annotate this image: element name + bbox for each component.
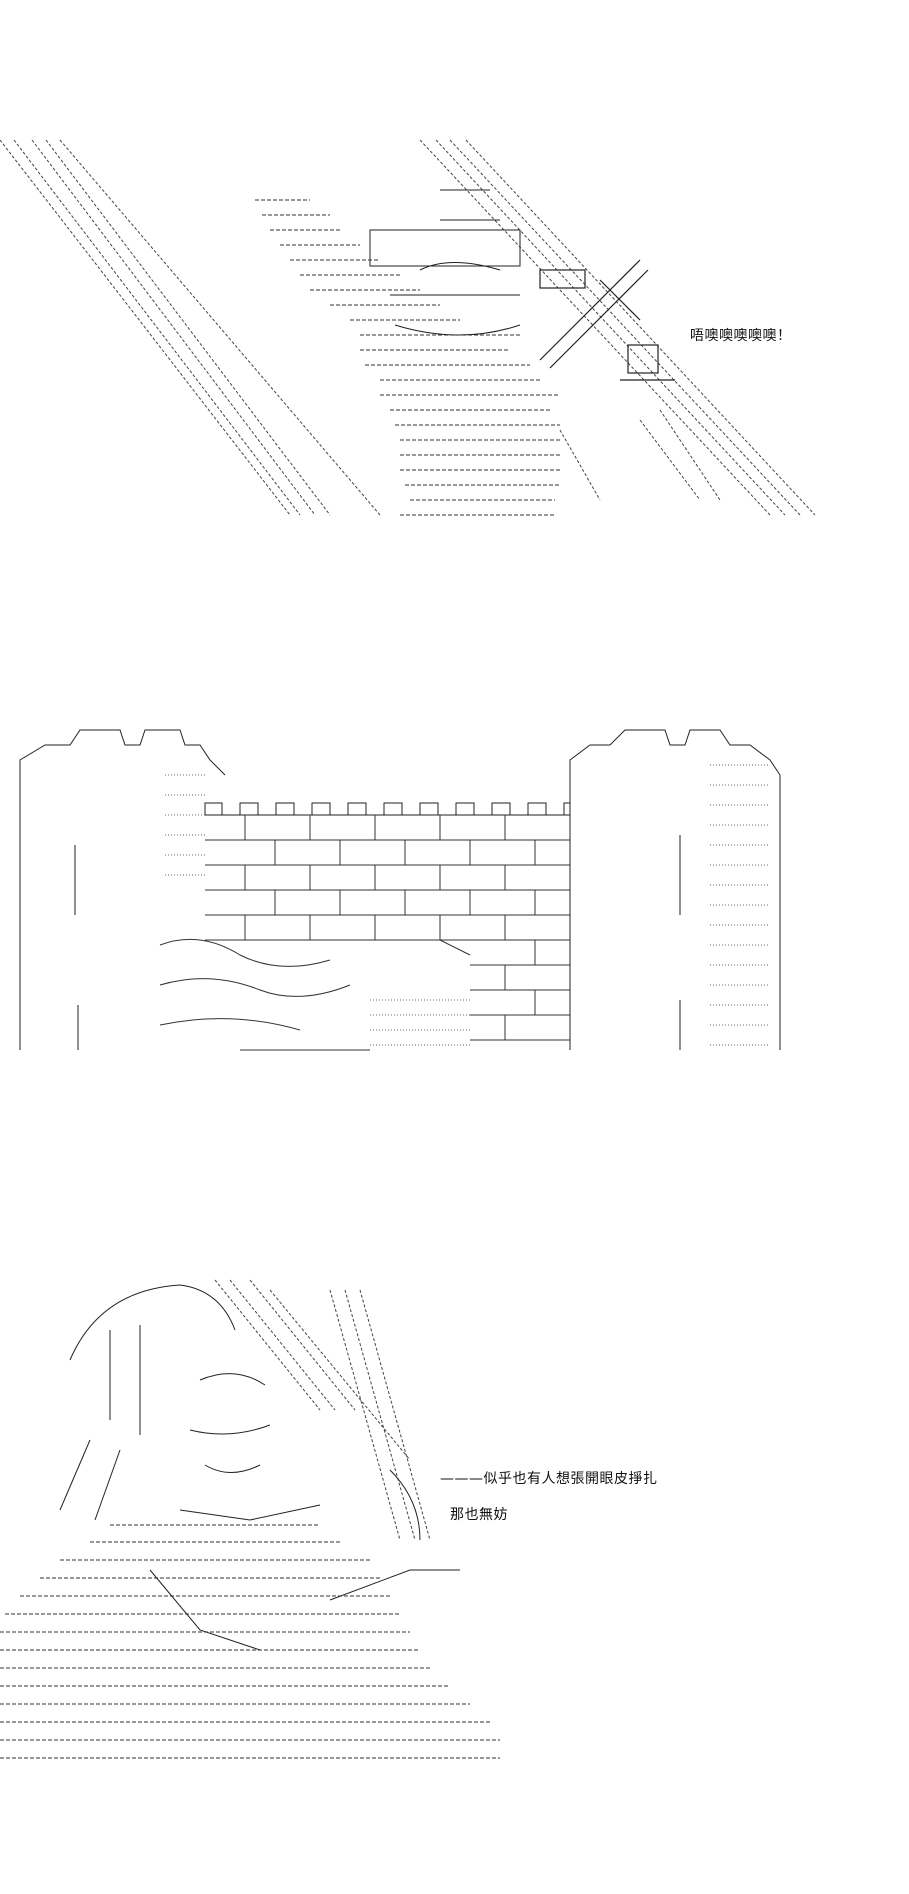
dialogue-shout: 唔噢噢噢噢噢！	[690, 328, 792, 344]
dialogue-line-struggle: ———似乎也有人想張開眼皮掙扎	[440, 1471, 658, 1487]
ascii-art-figure-with-sword	[0, 1279, 500, 1759]
ascii-art-sword-strike	[0, 139, 816, 516]
ascii-art-castle-wall	[19, 729, 781, 1051]
dialogue-line-no-matter: 那也無妨	[450, 1507, 508, 1523]
ascii-panel-sword-strike: 唔噢噢噢噢噢！	[0, 130, 909, 530]
ascii-panel-figure-with-sword: ———似乎也有人想張開眼皮掙扎 那也無妨	[0, 1270, 909, 1790]
ascii-panel-castle-wall	[0, 715, 909, 1065]
